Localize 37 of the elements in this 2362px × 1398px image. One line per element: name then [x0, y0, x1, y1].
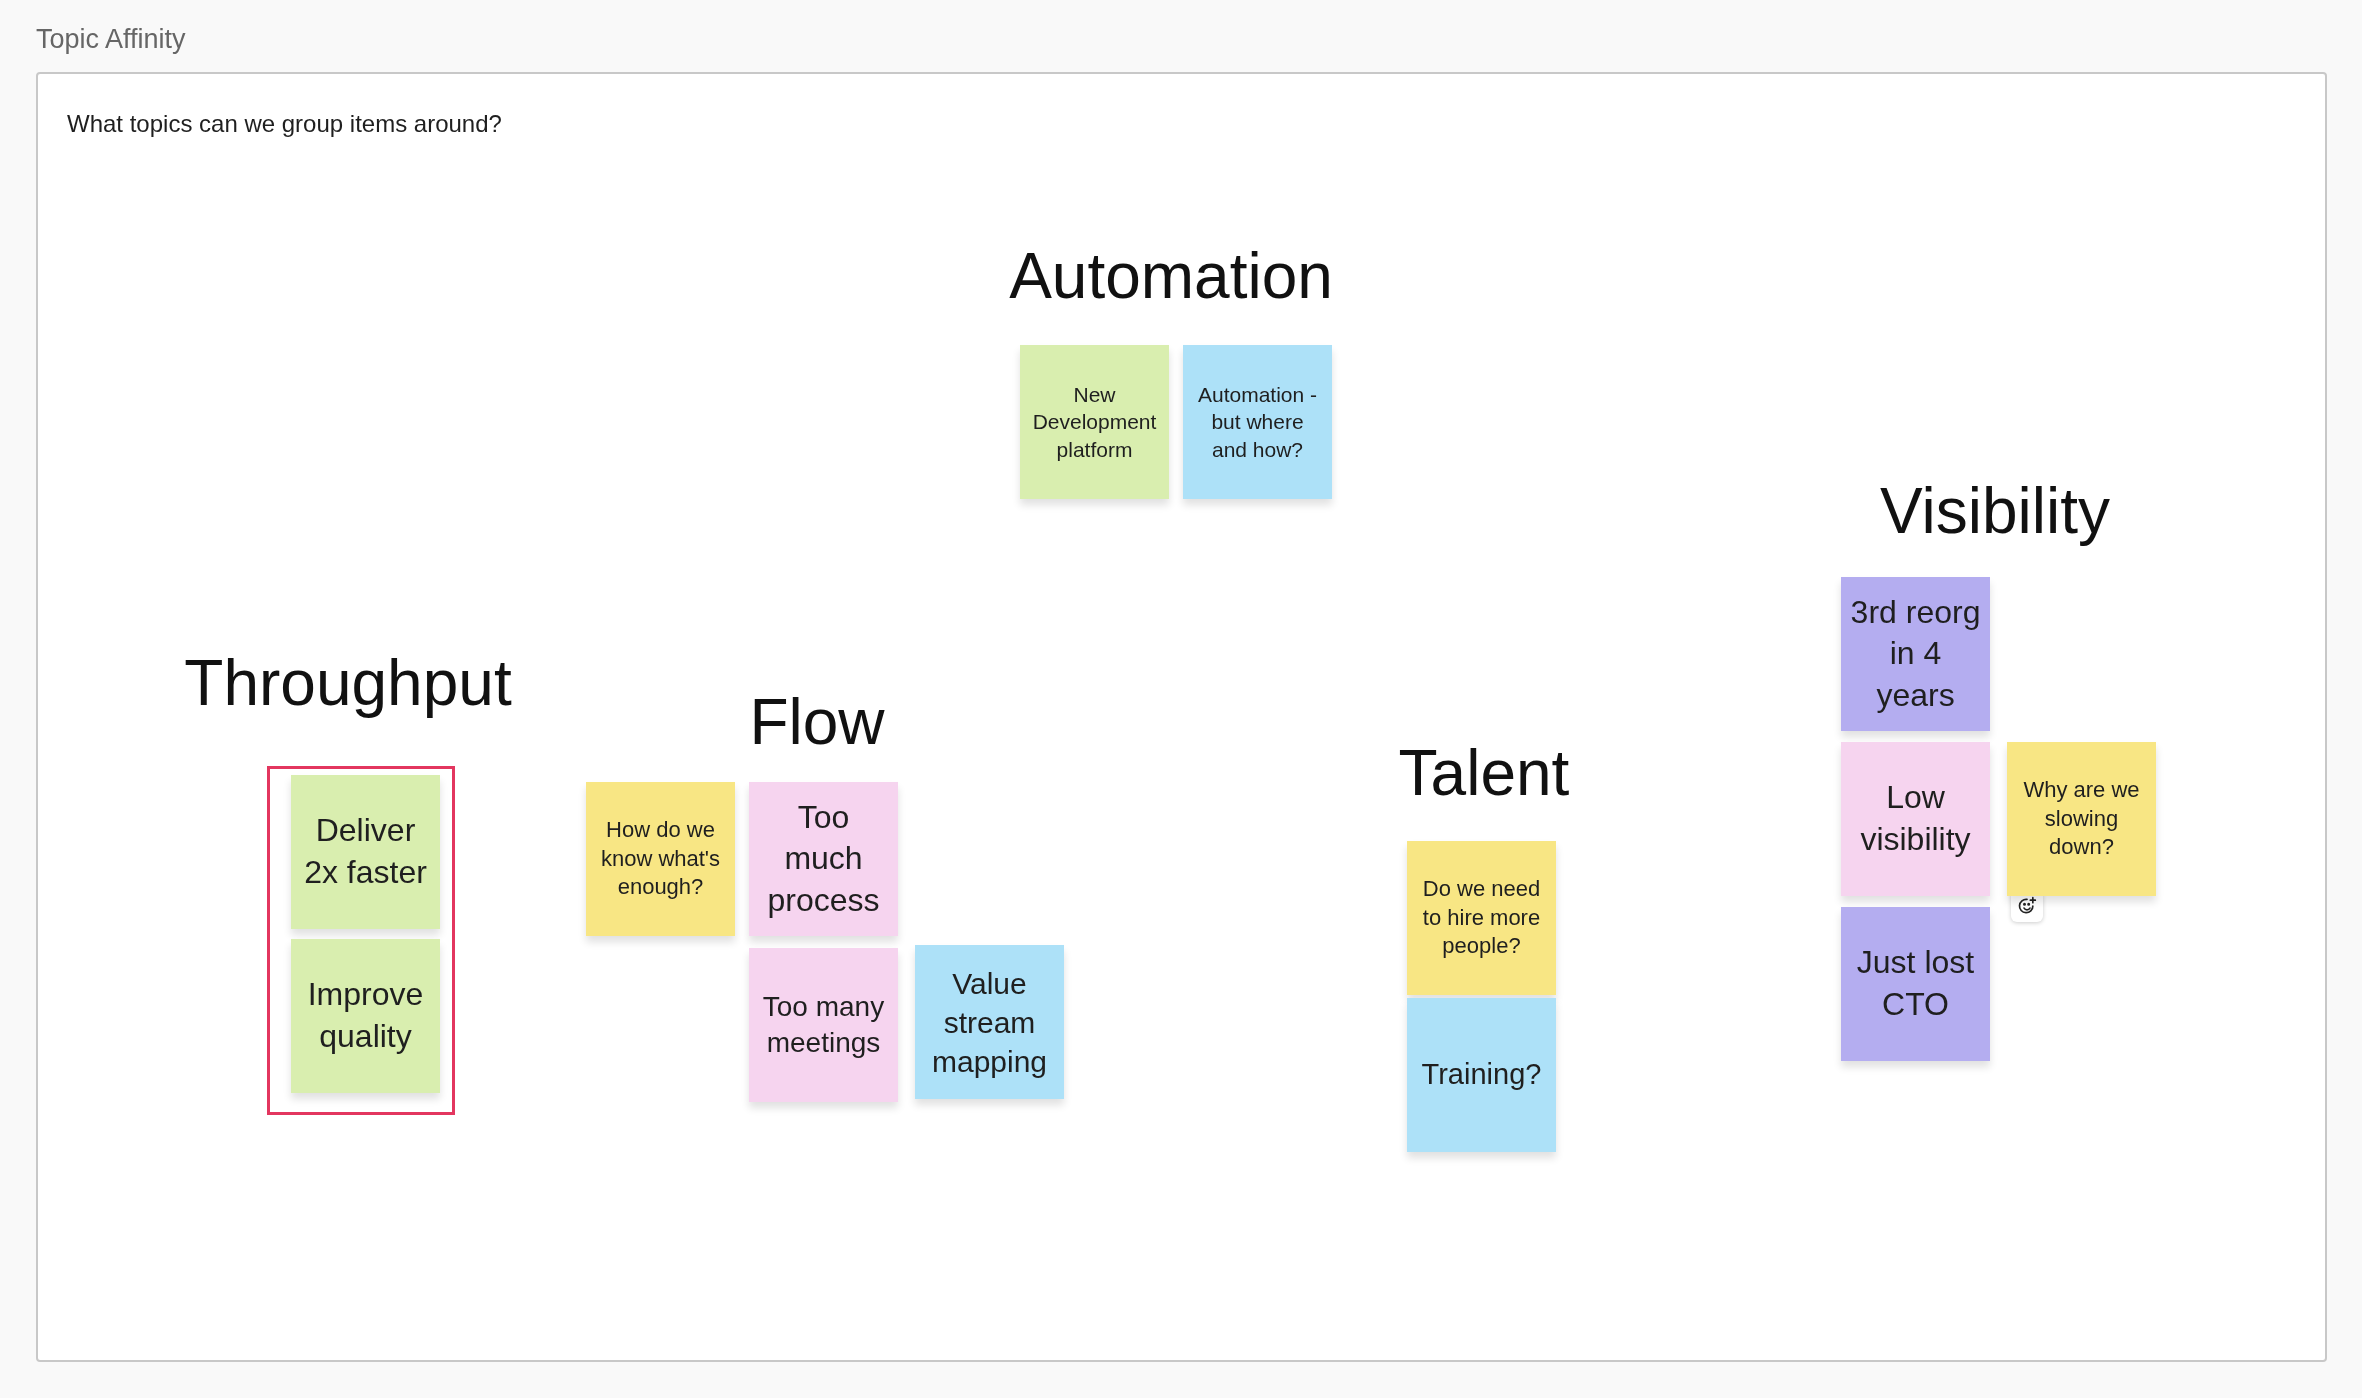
sticky-note-text: Too many meetings [761, 989, 886, 1060]
sticky-note [749, 782, 898, 936]
topic-heading: Talent [1398, 736, 1570, 810]
sticky-note [1183, 345, 1332, 499]
sticky-note [291, 939, 440, 1093]
sticky-note-text: 3rd reorg in 4 years [1849, 592, 1982, 715]
sticky-note [1407, 841, 1556, 995]
sticky-note-text: How do we know what's enough? [599, 816, 722, 902]
topic-heading: Throughput [184, 646, 512, 720]
sticky-note [1407, 998, 1556, 1152]
sticky-note [1841, 742, 1990, 896]
sticky-note [2007, 742, 2156, 896]
sticky-note-text: Training? [1421, 1057, 1542, 1093]
sticky-note-text: Why are we slowing down? [2022, 776, 2141, 862]
sticky-note-text: Do we need to hire more people? [1421, 875, 1542, 961]
topic-heading: Automation [1009, 239, 1333, 313]
sticky-note-text: Deliver 2x faster [303, 811, 428, 892]
sticky-note-text: Improve quality [306, 975, 425, 1056]
sticky-note-text: Low visibility [1859, 778, 1972, 859]
sticky-note [915, 945, 1064, 1099]
sticky-note [586, 782, 735, 936]
sticky-note-text: Value stream mapping [930, 965, 1049, 1080]
sticky-note [1020, 345, 1169, 499]
sticky-note-text: Automation - but where and how? [1196, 382, 1319, 463]
board-title: Topic Affinity [36, 24, 186, 55]
sticky-note [1841, 577, 1990, 731]
topic-heading: Visibility [1880, 474, 2110, 548]
sticky-note-text: New Development platform [1031, 382, 1158, 463]
sticky-note-text: Too much process [766, 797, 881, 920]
sticky-note-text: Just lost CTO [1855, 943, 1976, 1024]
sticky-note [749, 948, 898, 1102]
board-frame [36, 72, 2327, 1362]
topic-heading: Flow [749, 685, 885, 759]
prompt-text: What topics can we group items around? [67, 110, 502, 138]
sticky-note [291, 775, 440, 929]
sticky-note [1841, 907, 1990, 1061]
group-outline [267, 766, 455, 1115]
